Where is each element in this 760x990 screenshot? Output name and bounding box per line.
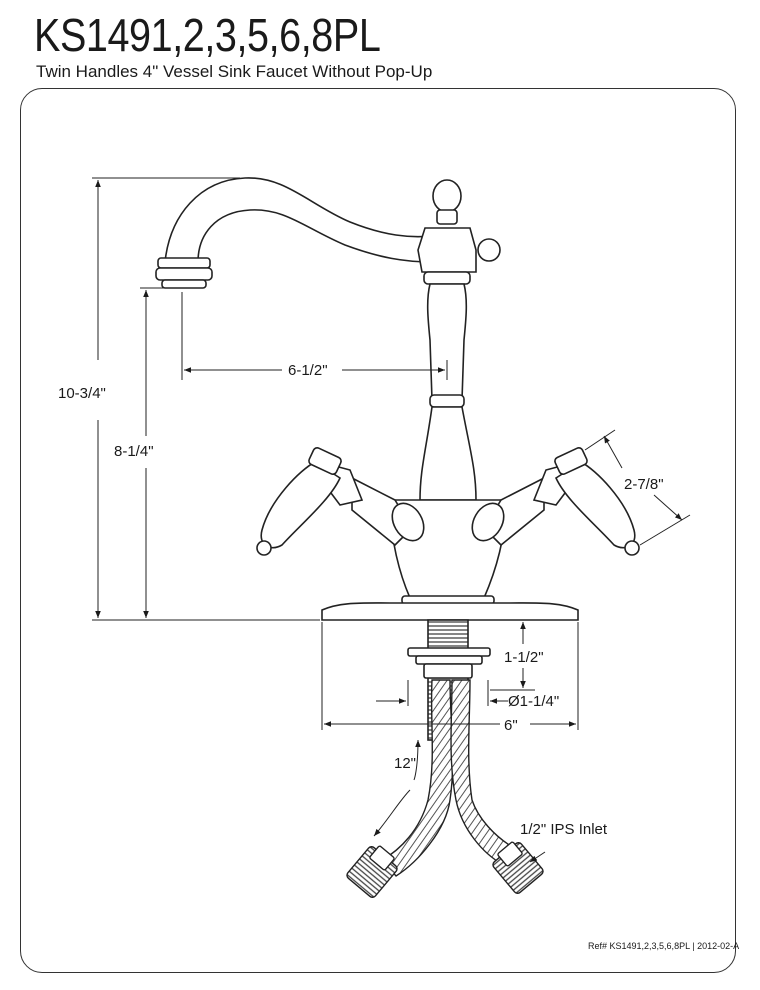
hole-diameter-label: Ø1-1/4" bbox=[508, 693, 559, 710]
dimension-labels: 10-3/4" 8-1/4" 6-1/2" 2-7/8" 1-1/2" Ø1-1… bbox=[58, 362, 664, 838]
faucet-body bbox=[155, 177, 640, 741]
supply-hoses bbox=[346, 679, 544, 898]
dimension-lines bbox=[92, 177, 691, 863]
shank-length-label: 1-1/2" bbox=[504, 649, 544, 666]
model-title: KS1491,2,3,5,6,8PL bbox=[34, 9, 381, 61]
reference-code: Ref# KS1491,2,3,5,6,8PL | 2012-02-A bbox=[588, 941, 740, 951]
overall-height-label: 10-3/4" bbox=[58, 385, 106, 402]
model-description: Twin Handles 4" Vessel Sink Faucet Witho… bbox=[36, 62, 433, 81]
base-width-label: 6" bbox=[504, 717, 518, 734]
hose-length-label: 12" bbox=[394, 755, 416, 772]
spout-height-label: 8-1/4" bbox=[114, 443, 154, 460]
handle-span-label: 2-7/8" bbox=[624, 476, 664, 493]
drawing-frame bbox=[20, 88, 736, 973]
spout-reach-label: 6-1/2" bbox=[288, 362, 328, 379]
inlet-label: 1/2" IPS Inlet bbox=[520, 821, 608, 838]
